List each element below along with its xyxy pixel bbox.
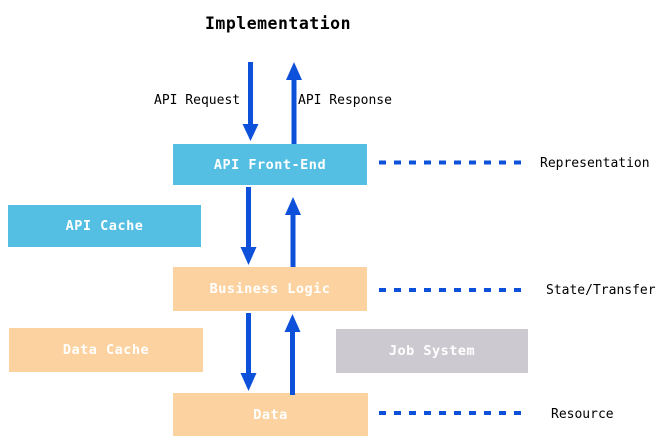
api-front-end-label: API Front-End <box>213 156 327 173</box>
resource-label: Resource <box>551 407 614 422</box>
data-label: Data <box>253 406 288 423</box>
up-arrow-icon <box>284 314 301 395</box>
data-cache-box: Data Cache <box>9 328 203 372</box>
up-arrow-icon <box>285 197 301 267</box>
api-response-label: API Response <box>298 93 392 108</box>
job-system-label: Job System <box>388 343 476 359</box>
api-cache-box: API Cache <box>8 205 201 247</box>
diagram-title: Implementation <box>204 14 352 33</box>
data-cache-label: Data Cache <box>62 342 150 358</box>
job-system-box: Job System <box>336 329 528 373</box>
api-request-label: API Request <box>154 93 241 108</box>
api-front-end-box: API Front-End <box>173 144 367 185</box>
api-cache-label: API Cache <box>65 218 144 234</box>
data-box: Data <box>173 393 368 436</box>
business-logic-label: Business Logic <box>209 281 331 297</box>
business-logic-box: Business Logic <box>173 267 367 311</box>
state-transfer-label: State/Transfer <box>546 283 656 298</box>
down-arrow-icon <box>240 313 257 391</box>
down-arrow-icon <box>240 187 257 265</box>
representation-label: Representation <box>540 156 650 171</box>
down-arrow-icon <box>242 62 259 141</box>
